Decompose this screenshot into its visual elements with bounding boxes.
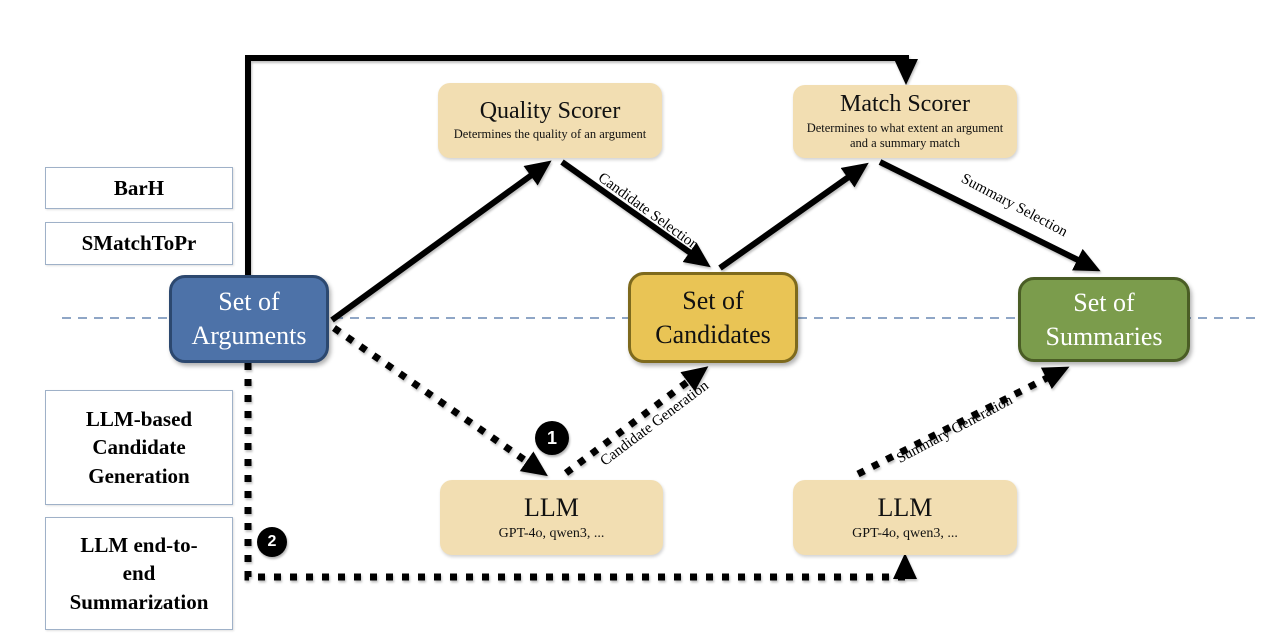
match-scorer-box: Match Scorer Determines to what extent a… — [793, 85, 1017, 158]
set-of-candidates-line1: Set of — [682, 285, 744, 315]
llm-summary-subtitle: GPT-4o, qwen3, ... — [852, 525, 958, 541]
method-label-llm-end-to-end: LLM end-to- end Summarization — [45, 517, 233, 630]
set-of-arguments-box: Set of Arguments — [169, 275, 329, 363]
llm-candidate-box: LLM GPT-4o, qwen3, ... — [440, 480, 663, 555]
badge-1: 1 — [535, 421, 569, 455]
badge-2: 2 — [257, 527, 287, 557]
dashed-arrow-llm-to-candidates — [563, 366, 709, 476]
solid-arrow-qualityscorer-to-candidates — [560, 159, 711, 268]
solid-arrow-arguments-to-matchscorer — [245, 55, 918, 277]
match-scorer-title: Match Scorer — [840, 91, 970, 118]
set-of-arguments-line2: Arguments — [191, 321, 307, 350]
dashed-arrow-llm-to-summaries — [856, 366, 1070, 478]
set-of-arguments-line1: Set of — [218, 287, 280, 317]
method-label-smatchtopr: SMatchToPr — [45, 222, 233, 265]
dashed-arrow-arguments-to-llm — [332, 325, 548, 477]
set-of-summaries-line1: Set of — [1073, 287, 1135, 317]
set-of-summaries-box: Set of Summaries — [1018, 277, 1190, 362]
quality-scorer-subtitle: Determines the quality of an argument — [453, 127, 647, 142]
quality-scorer-box: Quality Scorer Determines the quality of… — [438, 83, 662, 158]
set-of-candidates-line2: Candidates — [655, 319, 771, 349]
solid-arrow-arguments-to-qualityscorer — [330, 160, 552, 323]
solid-arrow-matchscorer-to-summaries — [878, 159, 1101, 272]
dashed-arrow-arguments-to-llm-endtoend — [244, 363, 917, 581]
quality-scorer-title: Quality Scorer — [479, 97, 621, 124]
method-label-llm-candidate-generation: LLM-based Candidate Generation — [45, 390, 233, 505]
llm-candidate-subtitle: GPT-4o, qwen3, ... — [498, 525, 605, 541]
set-of-summaries-line2: Summaries — [1045, 321, 1163, 351]
llm-candidate-title: LLM — [524, 492, 579, 522]
set-of-candidates-box: Set of Candidates — [628, 272, 798, 363]
llm-summary-box: LLM GPT-4o, qwen3, ... — [793, 480, 1017, 555]
solid-arrow-candidates-to-matchscorer — [718, 162, 869, 271]
llm-summary-title: LLM — [877, 492, 933, 522]
match-scorer-subtitle: Determines to what extent an argument an… — [806, 120, 1004, 151]
method-label-barh: BarH — [45, 167, 233, 209]
